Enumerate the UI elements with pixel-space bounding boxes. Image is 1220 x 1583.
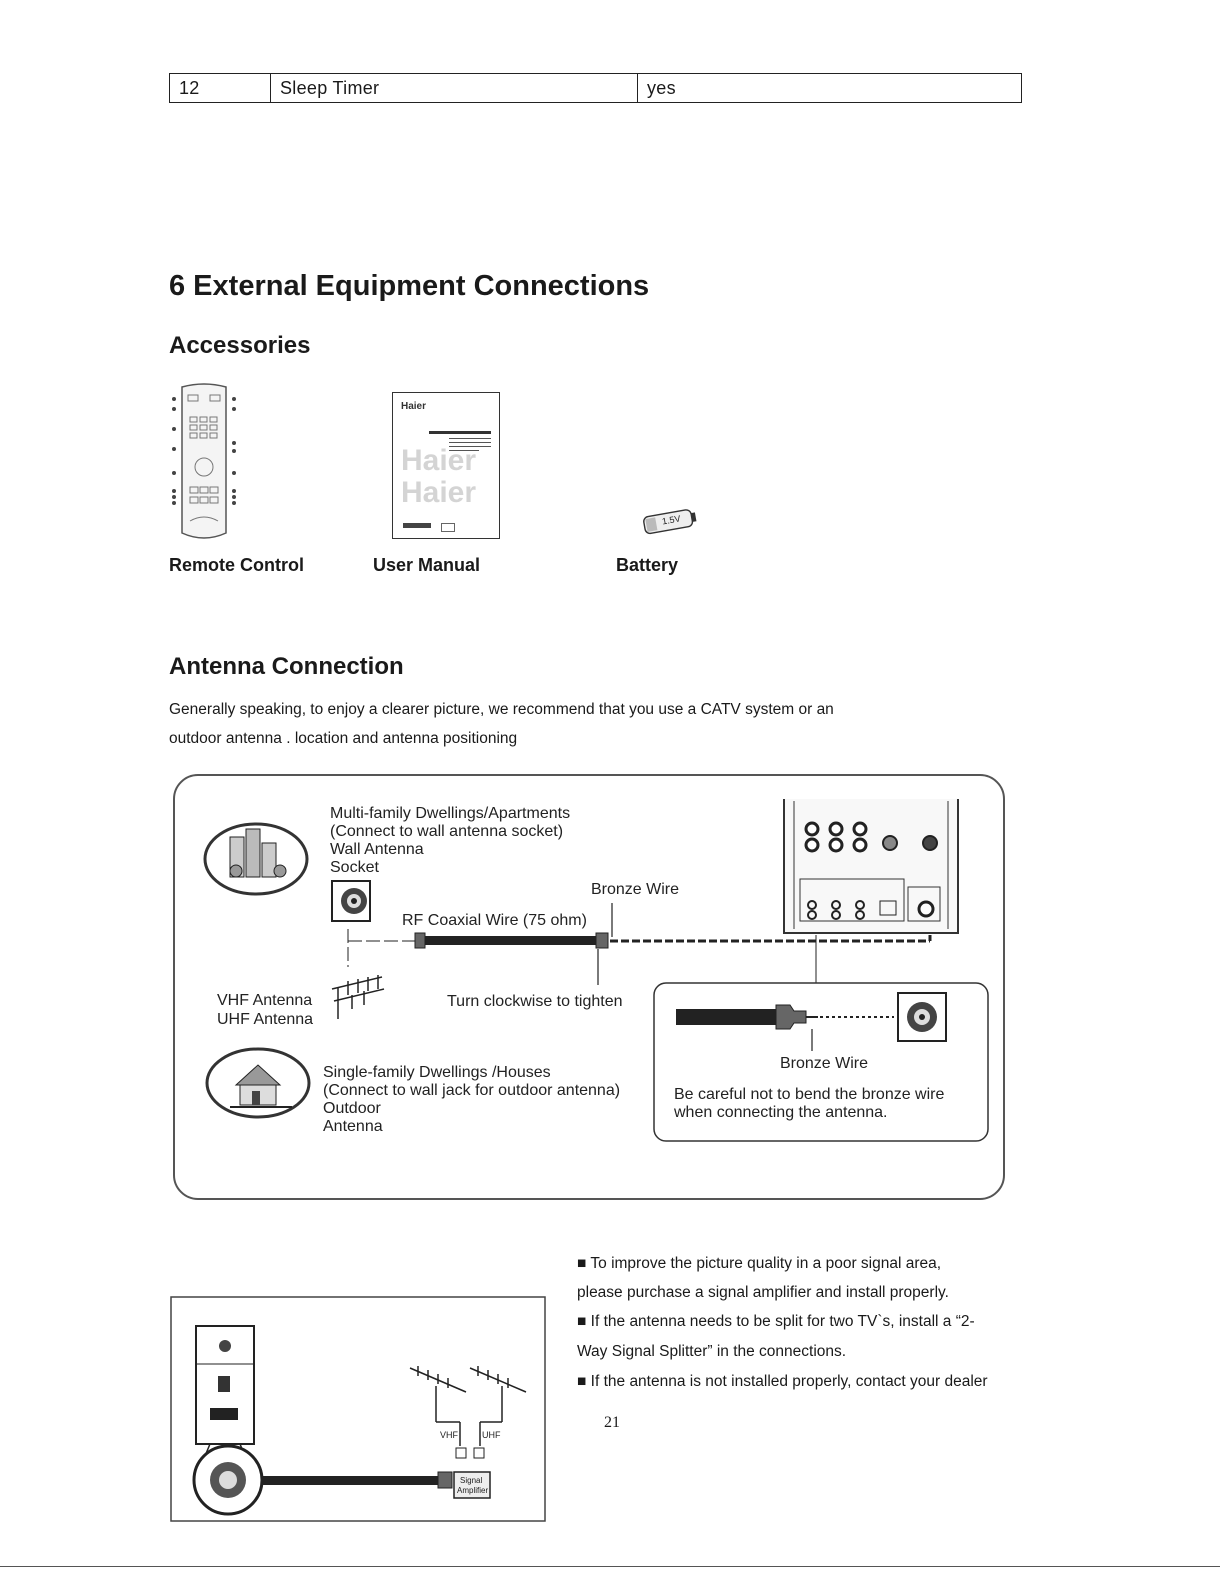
note-line-3: ■ If the antenna needs to be split for t…: [577, 1313, 975, 1330]
inset-cable: [676, 1009, 776, 1025]
house-icon: [205, 1047, 311, 1119]
label-amp-2: Amplifier: [457, 1486, 488, 1495]
signal-amplifier-diagram: VHF UHF Signal Amplifier: [170, 1296, 546, 1522]
label-multi-family-1: Multi-family Dwellings/Apartments: [330, 805, 570, 822]
table-row: 12 Sleep Timer yes: [169, 73, 1022, 103]
spec-feature: Sleep Timer: [270, 73, 638, 103]
label-wall-antenna-1: Wall Antenna: [330, 841, 424, 858]
note-line-2: please purchase a signal amplifier and i…: [577, 1284, 949, 1301]
battery-graphic: [643, 509, 697, 535]
apartment-building-icon: [203, 822, 309, 896]
label-uhf-antenna: UHF Antenna: [217, 1011, 313, 1028]
section-title: 6 External Equipment Connections: [169, 270, 650, 302]
label-multi-family-2: (Connect to wall antenna socket): [330, 823, 563, 840]
signal-amplifier-box: [453, 1471, 491, 1499]
label-uhf: UHF: [482, 1430, 501, 1440]
antenna-intro-line-1: Generally speaking, to enjoy a clearer p…: [169, 701, 834, 718]
accessories-heading: Accessories: [169, 332, 311, 359]
label-vhf: VHF: [440, 1430, 459, 1440]
page-number: 21: [604, 1414, 620, 1431]
manual-brand: Haier: [401, 401, 427, 412]
manual-brand-watermark: Haier: [401, 476, 477, 509]
manual-brand-watermark: Haier: [401, 444, 477, 477]
battery-icon: 1.5V: [640, 507, 698, 535]
label-wall-antenna-2: Socket: [330, 859, 379, 876]
label-careful-2: when connecting the antenna.: [673, 1104, 888, 1121]
page-bottom-rule: [0, 1566, 1220, 1567]
tv-back-panel-icon: [783, 799, 959, 934]
caption-user-manual: User Manual: [373, 555, 481, 575]
label-single-family-2: (Connect to wall jack for outdoor antenn…: [323, 1082, 620, 1099]
remote-control-icon: [172, 383, 236, 539]
label-outdoor-1: Outdoor: [323, 1100, 381, 1117]
label-amp-1: Signal: [460, 1476, 482, 1485]
caption-remote-control: Remote Control: [169, 555, 304, 575]
label-inset-bronze-wire: Bronze Wire: [780, 1055, 868, 1072]
spec-value: yes: [637, 73, 1022, 103]
antenna-heading: Antenna Connection: [169, 653, 404, 680]
label-vhf-antenna: VHF Antenna: [217, 992, 312, 1009]
wall-socket-icon: [331, 880, 371, 922]
antenna-connection-diagram: Multi-family Dwellings/Apartments (Conne…: [173, 774, 1005, 1200]
label-careful-1: Be careful not to bend the bronze wire: [674, 1086, 944, 1103]
antenna-intro-line-2: outdoor antenna . location and antenna p…: [169, 730, 518, 747]
label-rf-coax: RF Coaxial Wire (75 ohm): [402, 912, 587, 929]
rf-coax-cable: [422, 936, 602, 945]
label-single-family-1: Single-family Dwellings /Houses: [323, 1064, 551, 1081]
user-manual-icon: Haier Haier Haier: [392, 392, 500, 539]
label-turn-clockwise: Turn clockwise to tighten: [447, 993, 622, 1010]
note-line-1: ■ To improve the picture quality in a po…: [577, 1255, 942, 1272]
wall-plate-icon: [195, 1325, 255, 1445]
label-outdoor-2: Antenna: [323, 1118, 383, 1135]
note-line-4: Way Signal Splitter” in the connections.: [577, 1343, 847, 1360]
note-line-5: ■ If the antenna is not installed proper…: [577, 1373, 988, 1390]
caption-battery: Battery: [616, 555, 679, 575]
spec-number: 12: [169, 73, 271, 103]
spec-table: 12 Sleep Timer yes: [169, 73, 1022, 103]
label-bronze-wire: Bronze Wire: [591, 881, 679, 898]
vhf-uhf-antenna-icon: [331, 975, 385, 1019]
antenna-pair-icon: [409, 1366, 527, 1446]
